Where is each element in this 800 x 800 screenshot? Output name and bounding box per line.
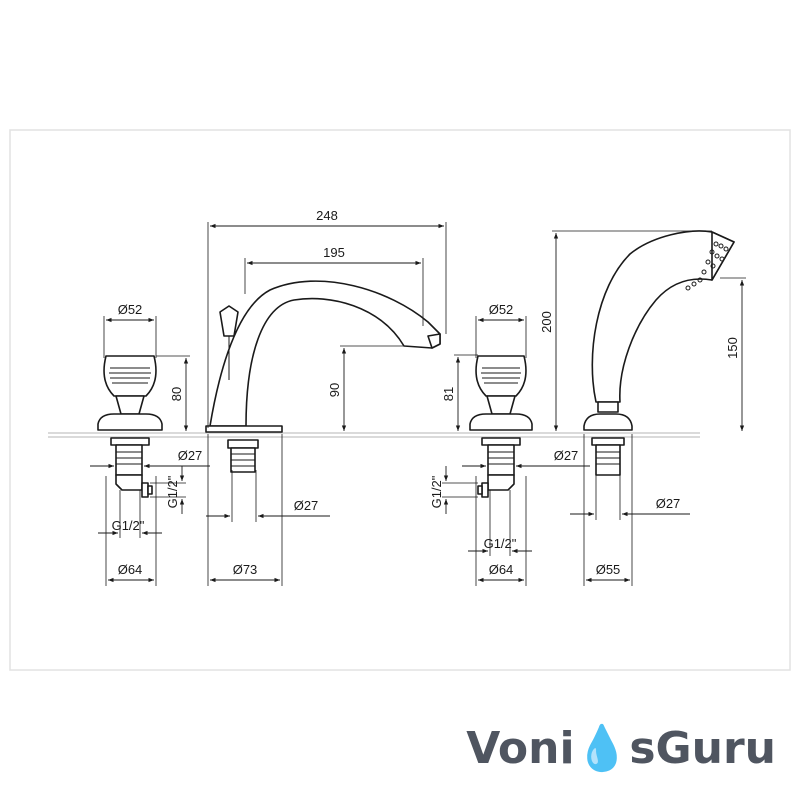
left-valve-knob — [103, 355, 157, 397]
dim-64-left: Ø64 — [118, 562, 143, 577]
dim-80: 80 — [169, 387, 184, 401]
dim-150: 150 — [725, 337, 740, 359]
spout-body — [209, 280, 441, 427]
dim-27-left-valve: Ø27 — [178, 448, 203, 463]
logo-text-start: Voni — [466, 723, 575, 774]
hand-shower — [583, 230, 735, 476]
right-valve-flange — [469, 413, 533, 431]
brand-logo: Voni💧sGuru — [466, 722, 776, 774]
right-valve-knob — [475, 355, 527, 397]
spout-lever — [219, 305, 239, 337]
dim-52-right: Ø52 — [489, 302, 514, 317]
logo-text-end: sGuru — [629, 723, 776, 774]
dim-52-left: Ø52 — [118, 302, 143, 317]
dim-27-spout: Ø27 — [294, 498, 319, 513]
dim-27-shower: Ø27 — [656, 496, 681, 511]
dim-64-right: Ø64 — [489, 562, 514, 577]
left-valve — [97, 355, 163, 498]
dimension-labels: 248 195 Ø52 Ø52 80 90 81 200 150 Ø27 G1/… — [112, 208, 740, 577]
spout — [205, 280, 441, 473]
dim-g12-left-vertical: G1/2" — [165, 475, 180, 508]
dimension-lines — [90, 222, 746, 586]
dim-g12-left-horizontal: G1/2" — [112, 518, 145, 533]
left-valve-flange — [97, 413, 163, 431]
right-valve — [469, 355, 533, 498]
dim-200: 200 — [539, 311, 554, 333]
dim-248: 248 — [316, 208, 338, 223]
shower-nozzles — [685, 241, 729, 291]
dim-81: 81 — [441, 387, 456, 401]
dim-73: Ø73 — [233, 562, 258, 577]
dim-55: Ø55 — [596, 562, 621, 577]
dim-27-right-valve: Ø27 — [554, 448, 579, 463]
dim-90: 90 — [327, 383, 342, 397]
dim-g12-right-horizontal: G1/2" — [484, 536, 517, 551]
water-drop-icon: 💧 — [574, 723, 630, 774]
dim-g12-right-vertical: G1/2" — [429, 475, 444, 508]
drawing-frame — [9, 129, 791, 671]
dim-195: 195 — [323, 245, 345, 260]
